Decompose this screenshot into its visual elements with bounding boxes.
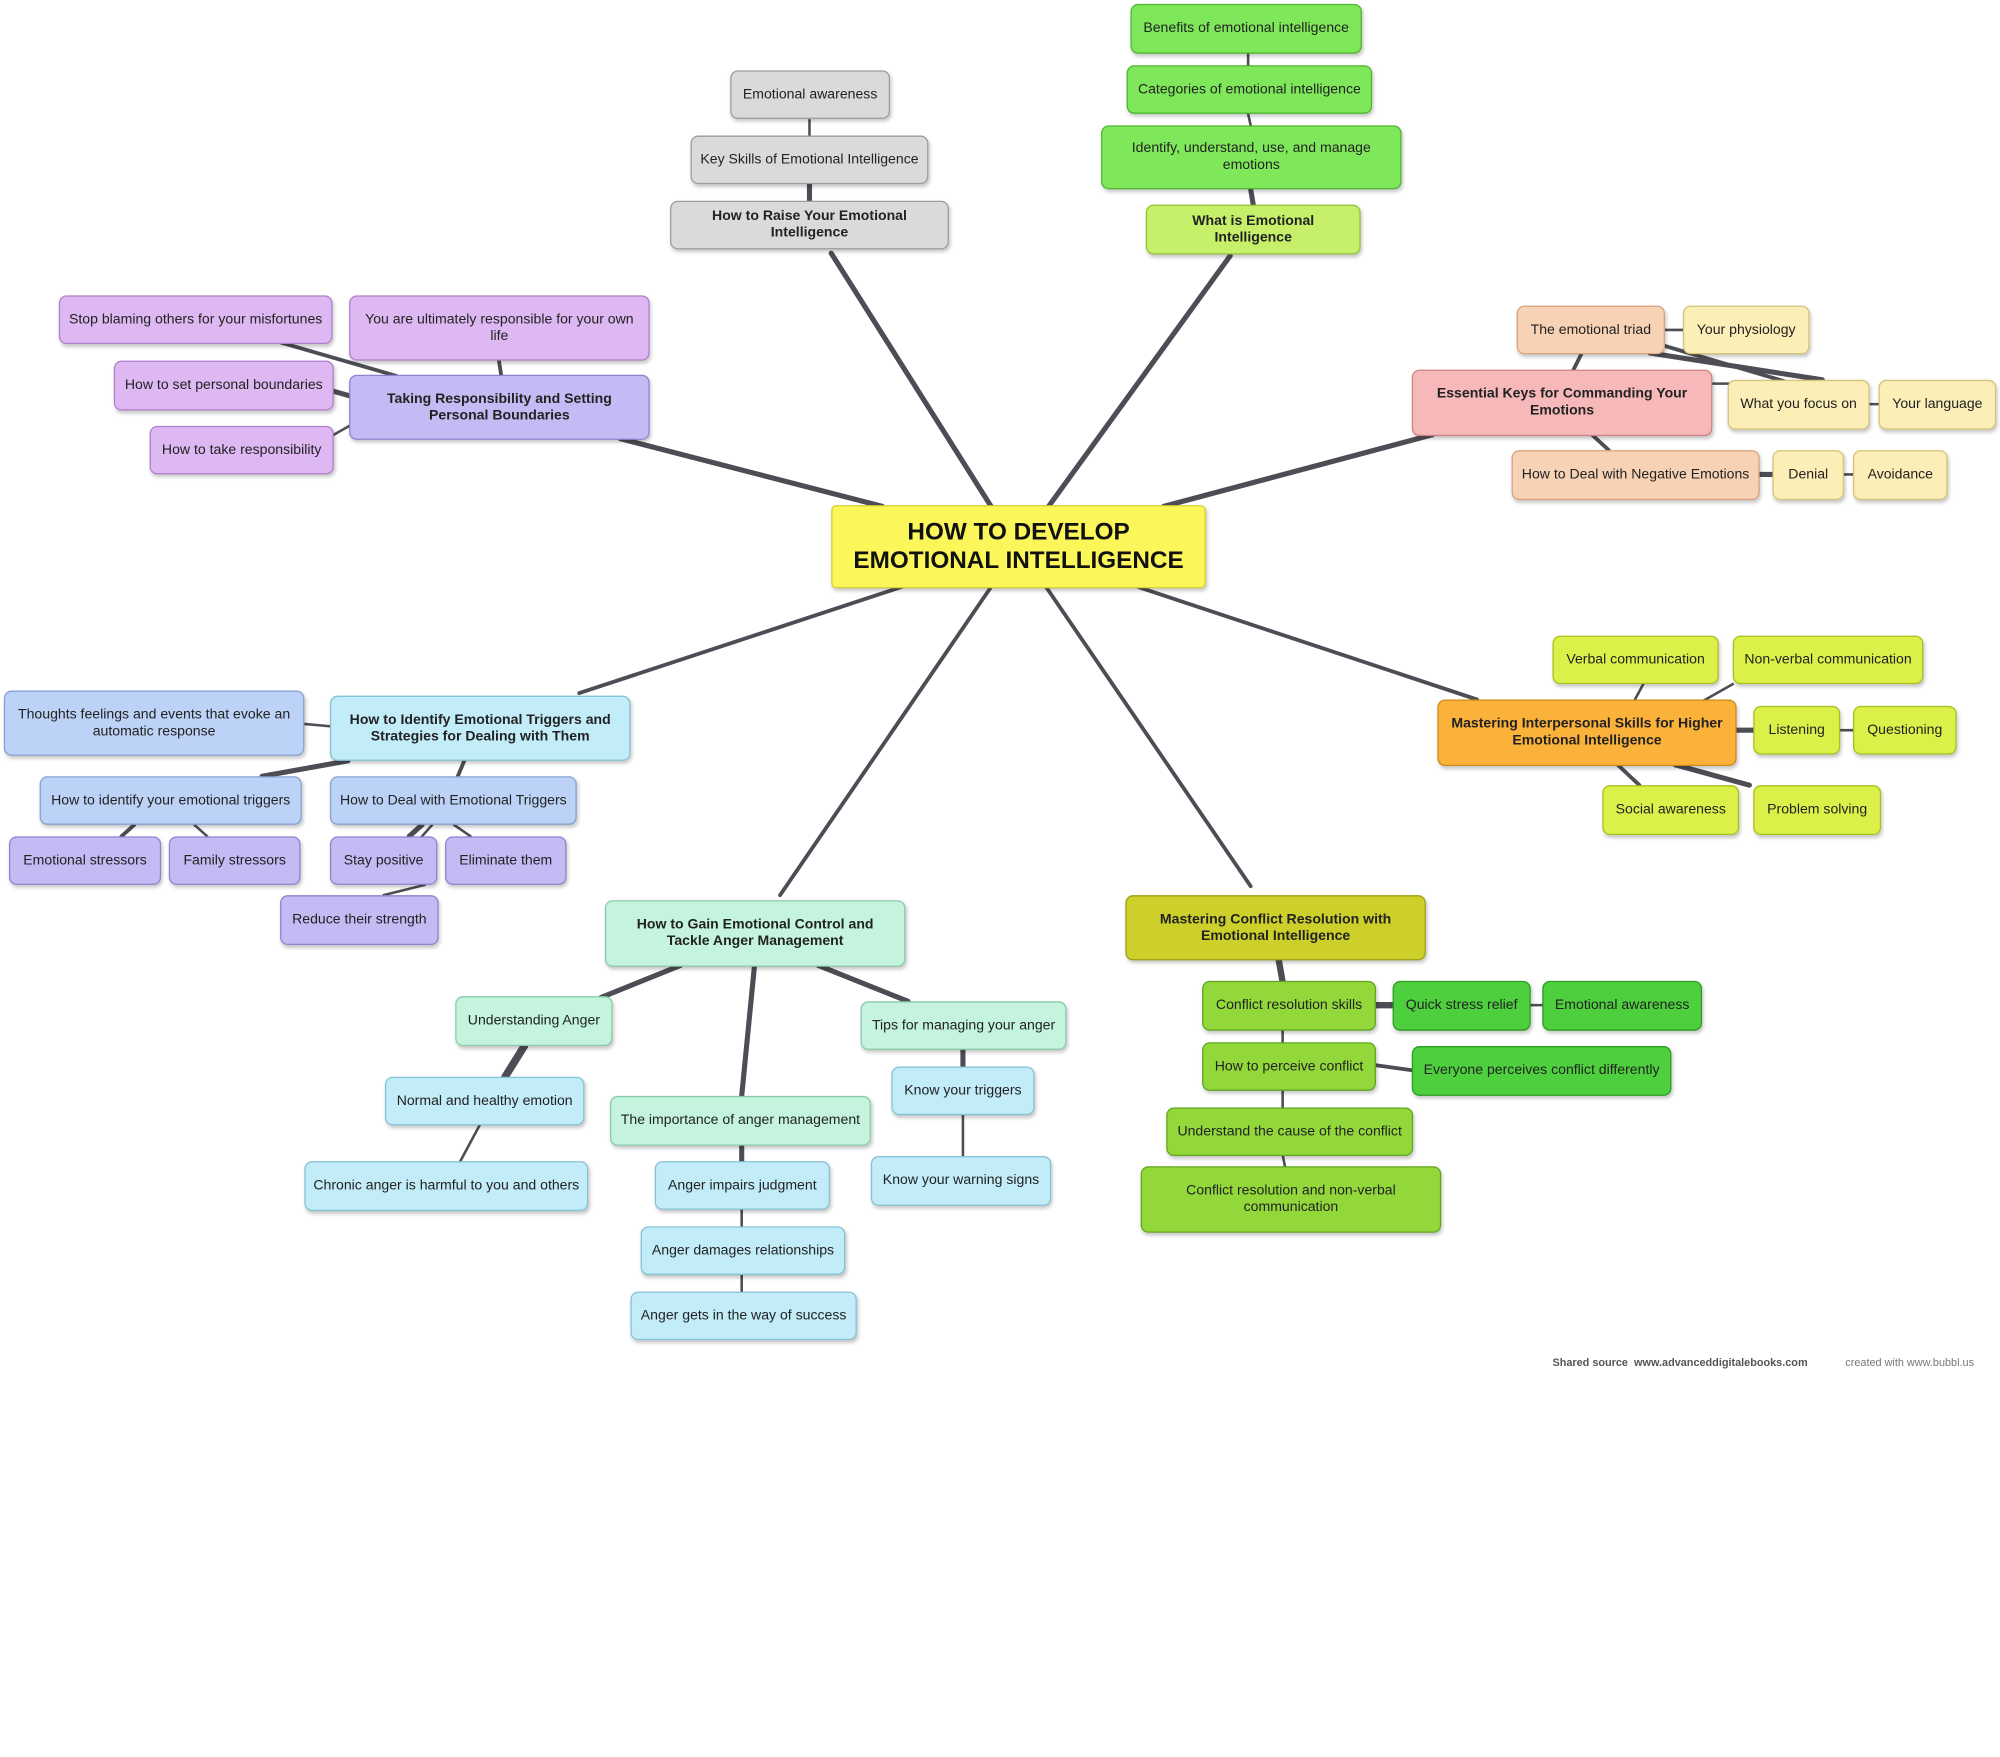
node-stay-positive[interactable]: Stay positive [329,836,438,885]
node-emotional-triad[interactable]: The emotional triad [1516,305,1665,355]
node-nonverbal-communication[interactable]: Non-verbal communication [1732,635,1924,685]
node-identify-emotional-triggers[interactable]: How to Identify Emotional Triggers and S… [329,695,631,761]
node-conflict-resolution-skills[interactable]: Conflict resolution skills [1202,980,1376,1031]
node-deal-negative-emotions[interactable]: How to Deal with Negative Emotions [1511,450,1760,501]
node-emotional-awareness-green[interactable]: Emotional awareness [1542,980,1703,1031]
node-your-language[interactable]: Your language [1878,379,1997,430]
node-ultimately-responsible[interactable]: You are ultimately responsible for your … [349,295,650,361]
shared-source-label: Shared source [1552,1355,1628,1369]
node-perceive-conflict[interactable]: How to perceive conflict [1202,1042,1376,1091]
node-understand-cause[interactable]: Understand the cause of the conflict [1166,1107,1414,1157]
node-essential-keys[interactable]: Essential Keys for Commanding Your Emoti… [1411,369,1713,437]
node-understanding-anger[interactable]: Understanding Anger [455,996,613,1047]
node-identify-understand[interactable]: Identify, understand, use, and manage em… [1101,125,1402,190]
node-what-you-focus-on[interactable]: What you focus on [1727,379,1870,430]
node-anger-management[interactable]: How to Gain Emotional Control and Tackle… [604,900,906,967]
shared-source-url[interactable]: www.advanceddigitalebooks.com [1634,1355,1808,1369]
node-chronic-anger[interactable]: Chronic anger is harmful to you and othe… [304,1161,589,1212]
node-questioning[interactable]: Questioning [1852,705,1957,755]
node-anger-damages-relationships[interactable]: Anger damages relationships [640,1226,846,1275]
node-everyone-perceives[interactable]: Everyone perceives conflict differently [1411,1046,1672,1096]
node-avoidance[interactable]: Avoidance [1852,450,1948,501]
node-how-to-raise[interactable]: How to Raise Your Emotional Intelligence [670,200,949,250]
node-emotional-stressors[interactable]: Emotional stressors [8,836,162,885]
node-quick-stress-relief[interactable]: Quick stress relief [1392,980,1531,1031]
node-importance-anger-management[interactable]: The importance of anger management [609,1095,871,1146]
node-verbal-communication[interactable]: Verbal communication [1552,635,1719,685]
node-family-stressors[interactable]: Family stressors [168,836,301,885]
node-deal-emotional-triggers[interactable]: How to Deal with Emotional Triggers [329,776,577,825]
node-your-physiology[interactable]: Your physiology [1682,305,1810,355]
node-emotional-awareness-gray[interactable]: Emotional awareness [730,70,891,119]
node-key-skills[interactable]: Key Skills of Emotional Intelligence [690,135,929,185]
node-normal-healthy-emotion[interactable]: Normal and healthy emotion [384,1076,585,1126]
node-categories-ei[interactable]: Categories of emotional intelligence [1126,65,1373,114]
node-conflict-resolution[interactable]: Mastering Conflict Resolution with Emoti… [1125,895,1426,961]
created-with-text[interactable]: created with www.bubbl.us [1845,1355,1975,1369]
node-know-warning-signs[interactable]: Know your warning signs [870,1156,1052,1206]
node-conflict-nonverbal[interactable]: Conflict resolution and non-verbal commu… [1140,1166,1442,1233]
root-node[interactable]: HOW TO DEVELOP EMOTIONAL INTELLIGENCE [831,505,1206,589]
node-reduce-strength[interactable]: Reduce their strength [280,895,439,946]
shared-source-text: Shared source www.advanceddigitalebooks.… [1552,1356,1807,1369]
node-anger-impairs-judgment[interactable]: Anger impairs judgment [654,1161,830,1210]
node-what-is-ei[interactable]: What is Emotional Intelligence [1145,204,1361,255]
node-identify-your-triggers[interactable]: How to identify your emotional triggers [39,776,302,825]
node-interpersonal-skills[interactable]: Mastering Interpersonal Skills for Highe… [1437,699,1737,767]
node-set-personal-boundaries[interactable]: How to set personal boundaries [113,360,334,411]
node-problem-solving[interactable]: Problem solving [1753,785,1882,836]
node-tips-managing-anger[interactable]: Tips for managing your anger [860,1001,1067,1050]
node-stop-blaming[interactable]: Stop blaming others for your misfortunes [58,295,333,344]
node-social-awareness[interactable]: Social awareness [1602,785,1740,836]
node-benefits-ei[interactable]: Benefits of emotional intelligence [1130,3,1362,54]
node-know-your-triggers[interactable]: Know your triggers [891,1066,1035,1116]
node-taking-responsibility[interactable]: Taking Responsibility and Setting Person… [349,374,650,440]
node-eliminate-them[interactable]: Eliminate them [445,836,567,885]
node-denial[interactable]: Denial [1772,450,1845,501]
node-take-responsibility[interactable]: How to take responsibility [149,425,334,475]
node-thoughts-feelings[interactable]: Thoughts feelings and events that evoke … [3,690,305,756]
node-listening[interactable]: Listening [1753,705,1841,755]
node-anger-gets-in-way[interactable]: Anger gets in the way of success [630,1291,857,1341]
